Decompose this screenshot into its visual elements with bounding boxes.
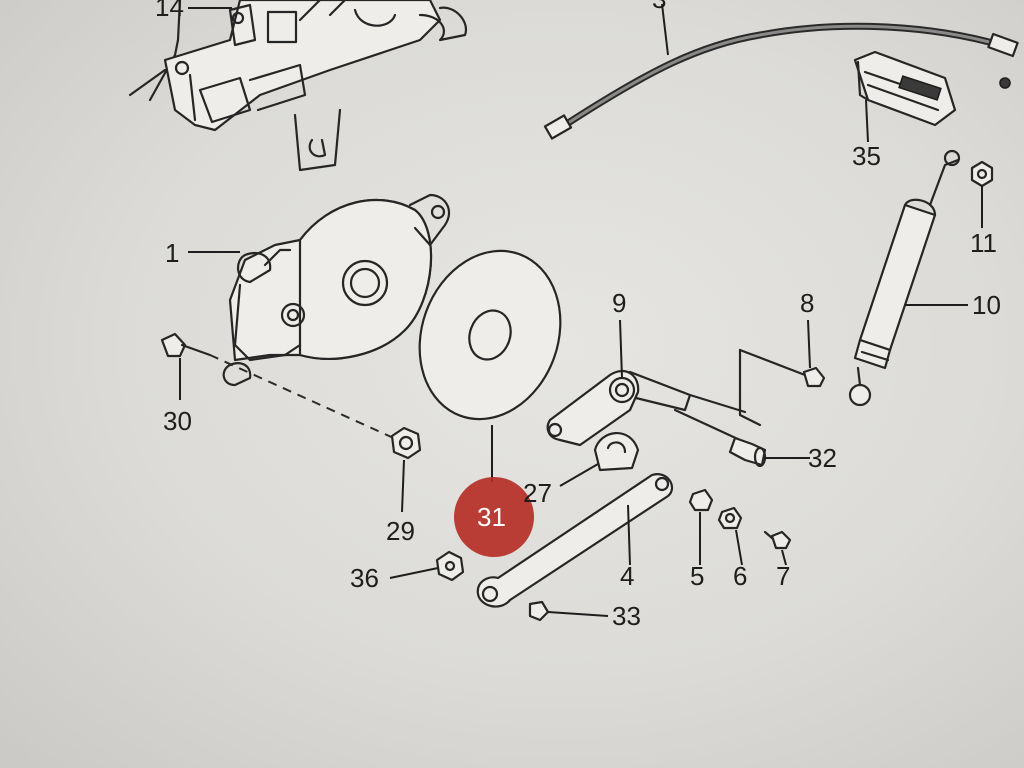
nut-11-drawing [970, 160, 994, 188]
fasteners-drawing [435, 488, 792, 622]
part-label-1[interactable]: 1 [165, 238, 179, 268]
part-label-31[interactable]: 31 [477, 502, 506, 532]
part-label-32[interactable]: 32 [808, 443, 837, 473]
part-label-29[interactable]: 29 [386, 516, 415, 546]
part-labels: 14 3 35 11 1 10 9 8 30 32 29 27 31 4 5 6… [155, 0, 1001, 631]
part-label-36[interactable]: 36 [350, 563, 379, 593]
cable-drawing [543, 22, 1019, 140]
bolt-8-drawing [802, 366, 826, 388]
motor-housing-drawing [222, 193, 451, 387]
gas-strut-drawing [848, 149, 961, 407]
highlight-marker[interactable] [454, 477, 534, 557]
part-label-6[interactable]: 6 [733, 561, 747, 591]
part-label-35[interactable]: 35 [852, 141, 881, 171]
relay-block-drawing [853, 50, 957, 127]
part-label-4[interactable]: 4 [620, 561, 634, 591]
part-label-11[interactable]: 11 [970, 228, 997, 258]
lever-plate-drawing [546, 348, 807, 447]
part-label-8[interactable]: 8 [800, 288, 814, 318]
link-rod-drawing [476, 473, 674, 608]
leader-lines [179, 3, 983, 617]
part-label-33[interactable]: 33 [612, 601, 641, 631]
disc-washer-drawing [418, 249, 562, 421]
bolt-30-drawing [160, 332, 399, 441]
part-label-3[interactable]: 3 [652, 0, 666, 14]
nut-29-drawing [390, 426, 422, 460]
part-label-10[interactable]: 10 [972, 290, 1001, 320]
part-label-14[interactable]: 14 [155, 0, 184, 22]
part-label-5[interactable]: 5 [690, 561, 704, 591]
pin-32-drawing [728, 436, 767, 468]
part-label-9[interactable]: 9 [612, 288, 626, 318]
part-label-7[interactable]: 7 [776, 561, 790, 591]
part-label-27[interactable]: 27 [523, 478, 552, 508]
bushing-27-drawing [593, 432, 640, 472]
part-label-30[interactable]: 30 [163, 406, 192, 436]
bracket-assembly-drawing [128, 0, 468, 172]
